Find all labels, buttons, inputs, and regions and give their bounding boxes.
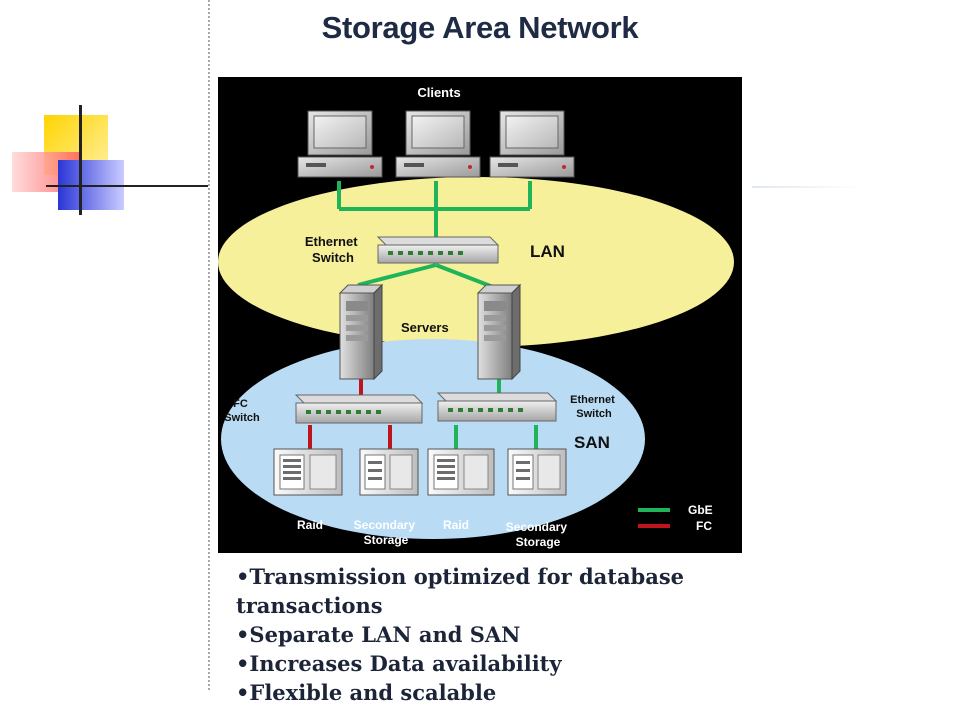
storage-label-secondary: Secondary Storage <box>506 520 571 549</box>
raid-storage-unit <box>273 448 343 496</box>
bullet-item: •Separate LAN and SAN <box>236 622 521 647</box>
ethernet-switch-san <box>436 392 558 422</box>
legend-label-gbe: GbE <box>688 503 713 517</box>
slide-title: Storage Area Network <box>321 10 639 45</box>
gbe-links <box>337 181 538 449</box>
dotted-divider <box>208 0 210 690</box>
raid-storage-unit <box>427 448 495 496</box>
lan-label: LAN <box>530 242 565 261</box>
bullet-item: •Transmission optimized for database tra… <box>236 564 685 618</box>
san-label: SAN <box>574 433 610 452</box>
ethernet-switch-lan <box>376 236 500 264</box>
fc-switch <box>294 394 424 424</box>
decor-vertical-line <box>79 105 82 215</box>
fc-switch-label: FC Switch <box>224 398 260 424</box>
ethernet-switch-san-label: Ethernet Switch <box>570 394 618 420</box>
secondary-storage-unit <box>507 448 567 496</box>
clients-label: Clients <box>417 85 460 100</box>
decor-horizontal-line <box>46 185 208 187</box>
san-diagram: Clients Ethernet Switch LAN Servers <box>218 77 742 553</box>
client-computer <box>395 110 481 178</box>
ethernet-switch-lan-label: Ethernet Switch <box>305 234 361 265</box>
legend-label-fc: FC <box>696 519 712 533</box>
decor-faint-line <box>752 186 862 188</box>
bullet-list: •Transmission optimized for database tra… <box>236 562 756 707</box>
storage-label-raid: Raid <box>443 518 469 532</box>
bullet-item: •Flexible and scalable <box>236 680 497 705</box>
bullet-item: •Increases Data availability <box>236 651 562 676</box>
storage-label-secondary: Secondary Storage <box>354 518 419 547</box>
client-computer <box>297 110 383 178</box>
secondary-storage-unit <box>359 448 419 496</box>
legend: GbE FC <box>638 503 713 533</box>
servers-label: Servers <box>401 320 449 335</box>
client-computer <box>489 110 575 178</box>
server-tower <box>476 283 522 381</box>
server-tower <box>338 283 384 381</box>
storage-label-raid: Raid <box>297 518 323 532</box>
